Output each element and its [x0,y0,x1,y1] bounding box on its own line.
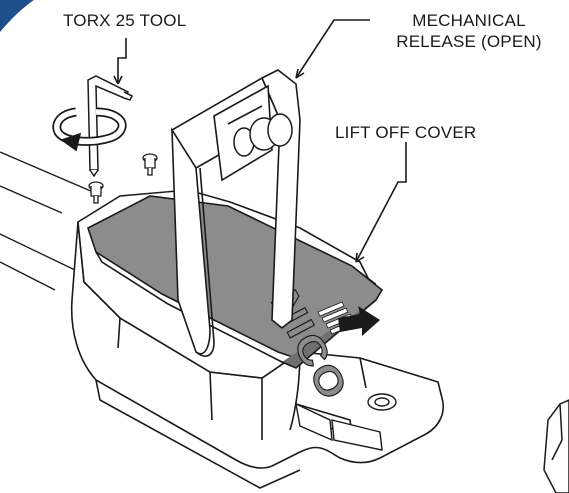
release-knob [233,113,293,157]
slide-direction-arrow [338,306,380,336]
callout-torx-tool: TORX 25 TOOL [63,11,187,30]
brand-corner-swoosh [0,0,34,32]
rotation-arrow-icon [52,107,127,152]
callout-mechanical-release-line1: MECHANICAL [412,11,526,30]
adjacent-device-fragment [543,399,569,493]
screw-2 [88,181,104,204]
screw-1 [142,153,158,176]
torx-tool [87,75,134,178]
lower-bracket [295,402,383,451]
callout-mechanical-release-line2: RELEASE (OPEN) [396,32,542,52]
callout-mechanical-release: MECHANICAL RELEASE (OPEN) [374,10,564,53]
hex-nut [367,393,397,411]
leader-lines [113,19,407,263]
callout-lift-off-cover: LIFT OFF COVER [335,123,477,142]
rail-lines [0,151,101,291]
